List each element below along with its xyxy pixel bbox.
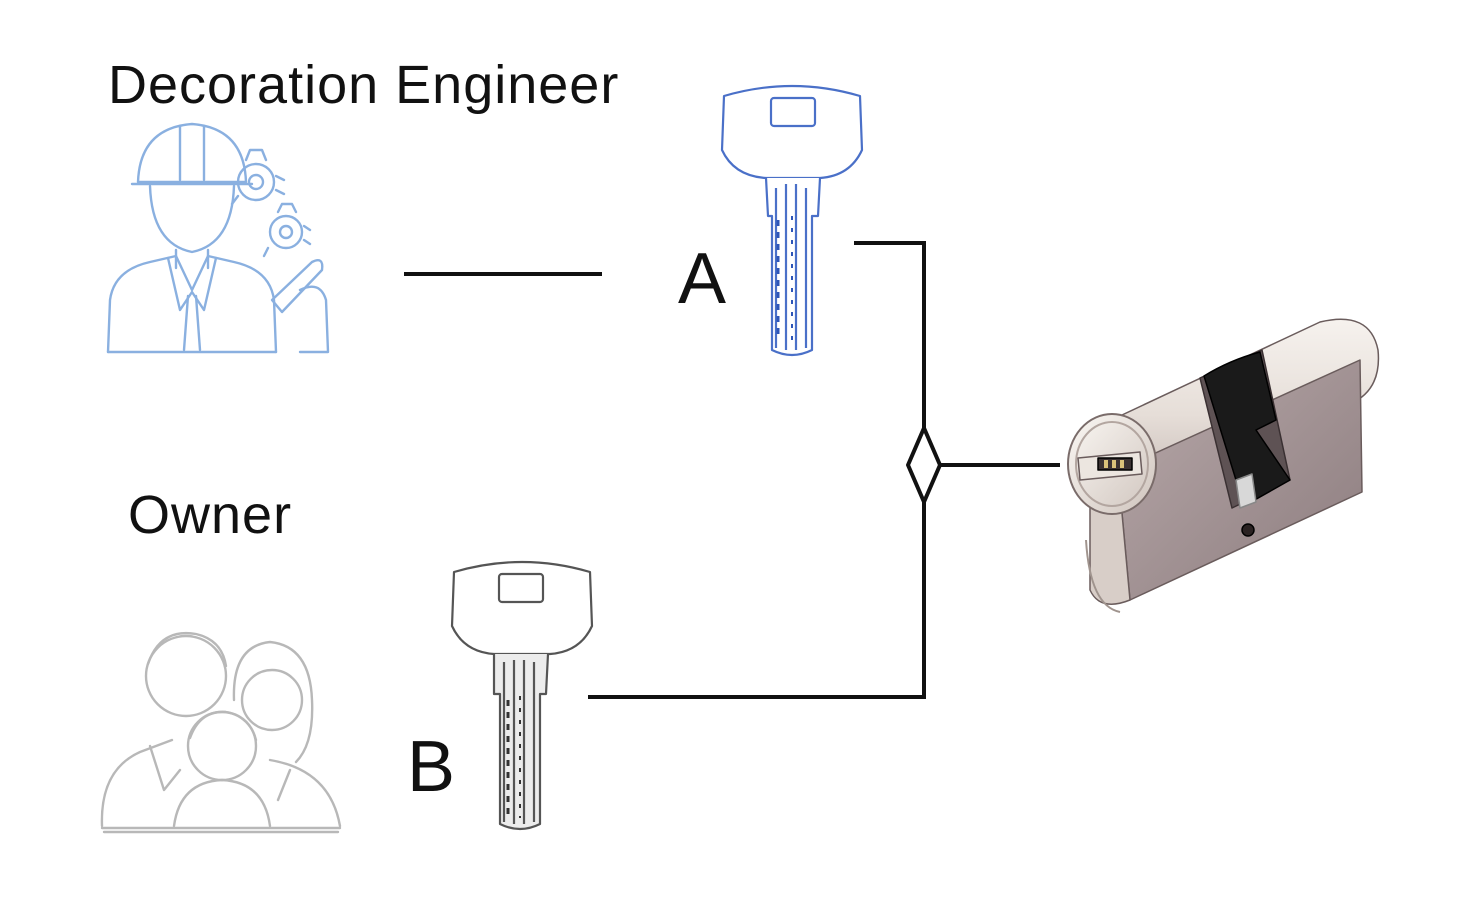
key-b-label: B <box>407 727 457 807</box>
connector-lines <box>404 241 1060 699</box>
key-a-icon <box>720 84 864 357</box>
family-icon <box>100 631 342 834</box>
key-b-to-junction-line <box>588 502 926 699</box>
key-a-to-junction-line <box>854 241 926 428</box>
key-a-label: A <box>678 239 728 319</box>
engineer-role-label: Decoration Engineer <box>108 55 620 115</box>
key-b-icon <box>450 560 594 831</box>
owner-role-label: Owner <box>128 485 293 545</box>
lock-cylinder-icon <box>1067 318 1380 613</box>
junction-diamond <box>906 426 942 504</box>
engineer-icon <box>106 122 330 354</box>
